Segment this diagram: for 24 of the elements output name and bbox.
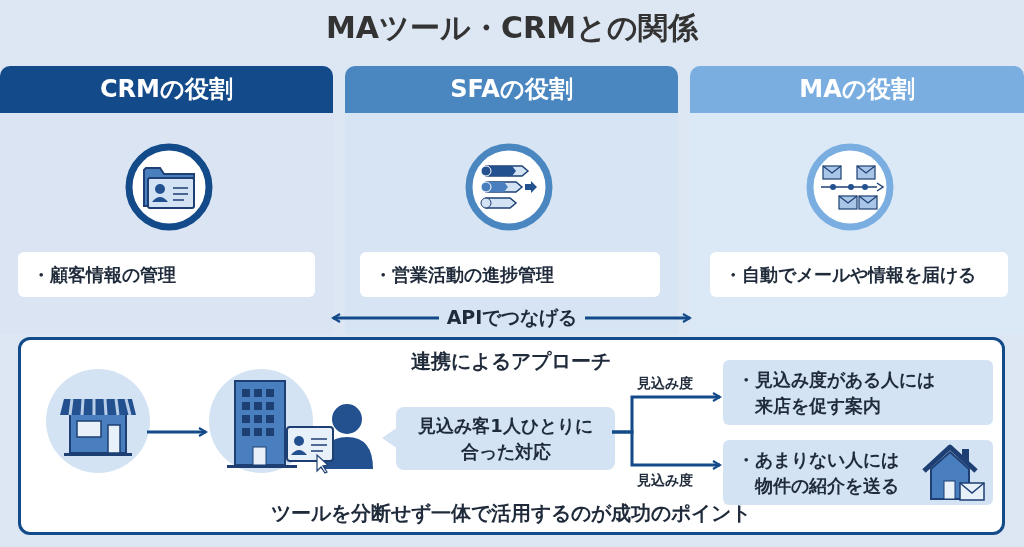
store-drawing [46,369,150,473]
text-card [723,440,993,505]
ma-column [690,66,1024,334]
arrow [612,430,722,471]
text-card [18,252,315,297]
key-point-text: ツールを分断せず一体で活用するのが成功のポイント [270,500,752,527]
edge-label: APIでつなげる [438,306,586,328]
text-card [710,252,1008,297]
bullet-text: ・見込み度がある人には来店を促す案内 [737,367,936,418]
bullet-text: ・自動でメールや情報を届ける [724,262,976,287]
text-card [723,360,993,425]
column-header: SFAの役割 [345,66,678,113]
approach-box [18,337,1005,535]
arrow [147,426,208,438]
title: MAツール・CRMとの関係 [324,9,699,47]
column-header: CRMの役割 [0,66,333,113]
bullet-text: ・あまりない人には物件の紹介を送る [737,447,900,498]
text-card [360,252,660,297]
section-heading: 連携によるアプローチ [410,348,612,375]
speech-text: 見込み客1人ひとりに合った対応 [417,413,594,464]
sfa-column [345,66,678,334]
bullet-text: ・顧客情報の管理 [32,262,176,287]
column-header: MAの役割 [690,66,1024,113]
bullet-text: ・営業活動の進捗管理 [374,262,554,287]
